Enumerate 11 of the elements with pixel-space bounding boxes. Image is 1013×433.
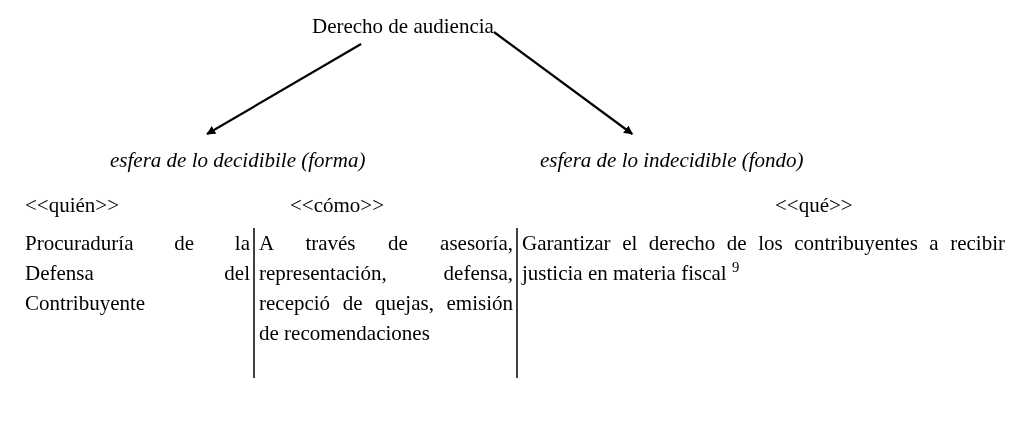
heading-text: Derecho de audiencia bbox=[312, 13, 494, 40]
category-label: esfera de lo indecidible (fondo) bbox=[540, 147, 804, 174]
arrow bbox=[206, 43, 362, 135]
arrow bbox=[493, 31, 633, 135]
table-text: Garantizar el derecho de los contribuyentes a recibir justicia en materia fiscal $^{9}$ bbox=[522, 230, 1005, 287]
column-heading: <<qué>> bbox=[775, 192, 854, 219]
category-label: esfera de lo decidibile (forma) bbox=[110, 147, 366, 174]
table-text: Procuraduría de la Defensa del Contribuyente bbox=[25, 230, 250, 317]
column-heading: <<cómo>> bbox=[290, 192, 386, 219]
table-text: A través de asesoría, representación, defensa, recepció de quejas, emisión de recomendaciones bbox=[259, 230, 513, 347]
column-heading: <<quién>> bbox=[25, 192, 121, 219]
